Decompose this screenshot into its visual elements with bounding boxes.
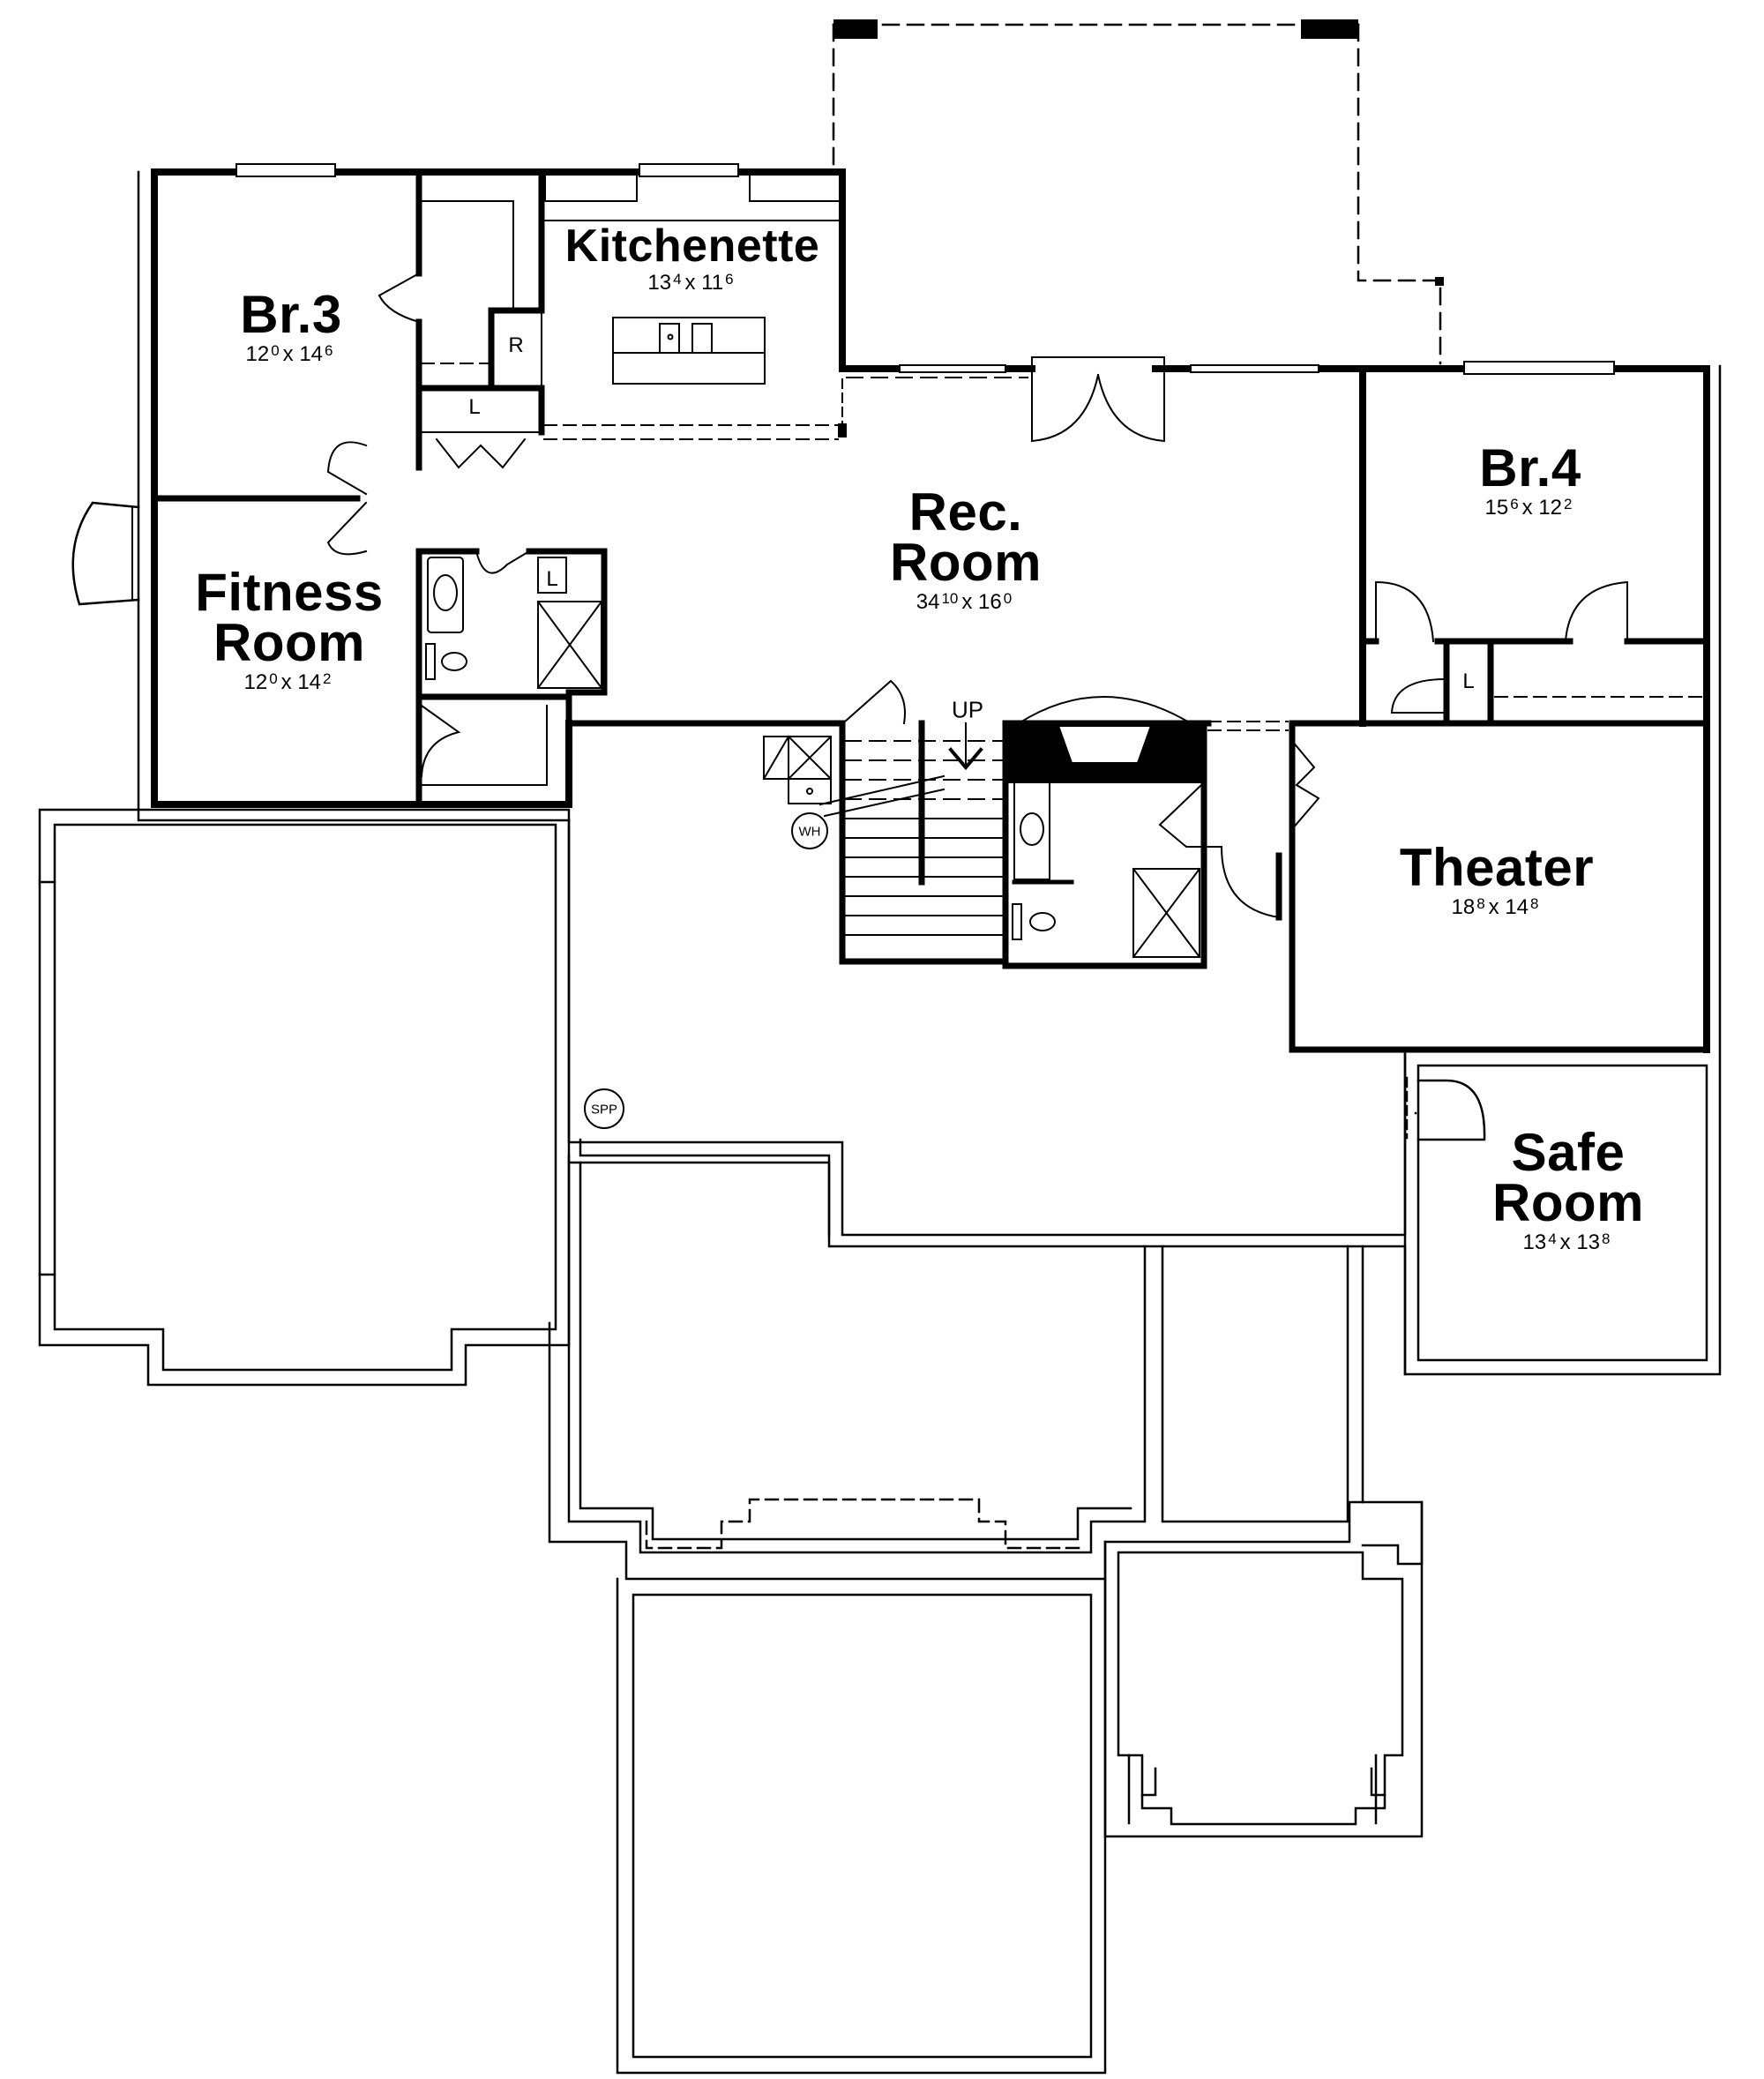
linen-closet-label: L xyxy=(468,395,481,419)
stairs xyxy=(818,679,1006,936)
room-name: Kitchenette xyxy=(564,221,820,272)
water-heater xyxy=(791,812,828,849)
deck-outline xyxy=(832,23,1442,365)
bay-window xyxy=(71,501,140,606)
stairs-up-label: UP xyxy=(951,696,984,723)
room-name: Br.3 xyxy=(240,285,342,344)
room-name-line2: Room xyxy=(213,613,365,672)
linen-closet-label: L xyxy=(1462,669,1475,693)
refrigerator-label: R xyxy=(508,333,524,357)
room-name-line2: Room xyxy=(890,533,1042,592)
deck-post xyxy=(833,19,878,39)
sump-pump-pit-label: SPP xyxy=(590,1102,618,1118)
room-name-line1: Rec. xyxy=(908,482,1023,542)
room-name: Theater xyxy=(1399,838,1595,897)
deck-post xyxy=(1301,19,1358,39)
water-heater-label: WH xyxy=(798,824,821,840)
sump-pump-pit xyxy=(584,1088,624,1129)
room-name-line1: Safe xyxy=(1511,1123,1626,1182)
room-name-line2: Room xyxy=(1492,1173,1644,1232)
room-name-line1: Fitness xyxy=(195,563,384,622)
linen-closet-label: L xyxy=(546,567,558,591)
foundation-outline xyxy=(38,808,1424,2075)
room-name: Br.4 xyxy=(1479,438,1581,497)
windows xyxy=(235,163,1615,375)
